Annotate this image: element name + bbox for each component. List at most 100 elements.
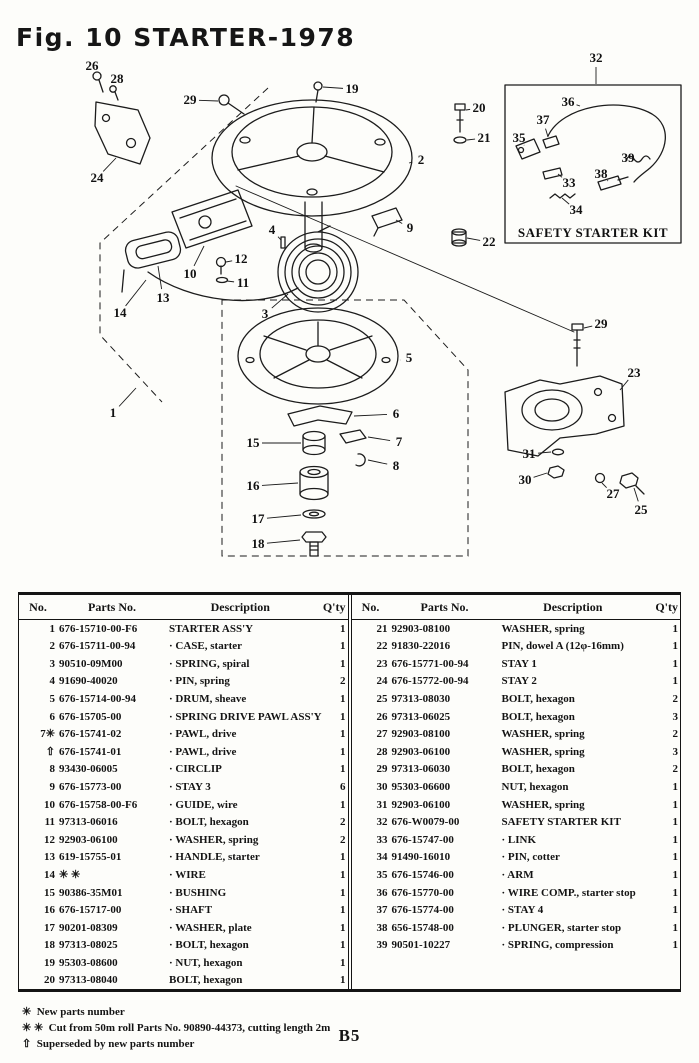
part-no: 7✳: [40, 728, 55, 741]
part-no: 2: [49, 640, 56, 653]
part-no: 27: [376, 728, 388, 741]
callout-22: 22: [483, 234, 496, 249]
part-qty: 2: [340, 675, 346, 688]
part-no: 3: [49, 657, 56, 670]
part-no: 8: [49, 763, 56, 776]
callout-17: 17: [252, 511, 266, 526]
part-no: 4: [49, 675, 56, 688]
part-number: 92903-06100: [391, 745, 451, 758]
callout-21: 21: [478, 130, 491, 145]
callout-1: 1: [110, 405, 117, 420]
part-no: 28: [376, 745, 388, 758]
callout-18: 18: [252, 536, 266, 551]
callout-leader-line: [277, 236, 282, 241]
callout-leader-line: [125, 279, 147, 307]
callout-4: 4: [269, 222, 276, 237]
column-header: Description: [499, 595, 646, 620]
bracket-23: [504, 375, 625, 457]
part-qty: 6: [340, 780, 346, 793]
callout-leader-line: [261, 482, 299, 486]
part-no: 36: [376, 886, 388, 899]
part-description: WASHER, spring: [501, 798, 585, 811]
part-description: BOLT, hexagon: [501, 692, 575, 705]
part-number: 92903-08100: [391, 622, 451, 635]
part-description: · PAWL, drive: [169, 745, 237, 758]
callout-34: 34: [570, 202, 584, 217]
part-qty: 1: [340, 851, 346, 864]
callout-30: 30: [519, 472, 532, 487]
part-qty: 2: [672, 728, 679, 741]
part-qty: 1: [672, 798, 679, 811]
part-qty: 1: [340, 939, 346, 952]
callout-31: 31: [523, 446, 536, 461]
part-description: · STAY 3: [169, 780, 211, 793]
callout-leader-line: [466, 237, 481, 241]
part-qty: 1: [340, 640, 346, 653]
part-description: · GUIDE, wire: [169, 798, 238, 811]
pawl-7: [339, 429, 367, 444]
part-no: 38: [376, 921, 388, 934]
part-description: · WIRE COMP., starter stop: [501, 886, 636, 899]
part-number: 97313-08030: [391, 692, 451, 705]
callout-leader-line: [576, 104, 581, 107]
part-description: PIN, dowel A (12φ-16mm): [501, 640, 624, 653]
part-number: 90201-08309: [59, 921, 118, 934]
part-qty: 1: [340, 886, 346, 899]
washer-17: [302, 509, 326, 519]
part-no: 18: [44, 939, 55, 952]
callout-leader-line: [226, 280, 235, 283]
footnote: ✳ ✳ Cut from 50m roll Parts No. 90890-44…: [22, 1022, 331, 1034]
callout-leader-line: [601, 482, 607, 488]
spring-pin-4: [280, 236, 286, 249]
spring-39: [625, 155, 651, 163]
part-description: BOLT, hexagon: [501, 710, 575, 723]
part-description: WASHER, spring: [501, 745, 585, 758]
part-number: 97313-06016: [59, 816, 118, 829]
column-header: Parts No.: [389, 595, 500, 620]
callout-leader-line: [408, 161, 413, 164]
callout-leader-line: [193, 245, 205, 267]
part-number: 91830-22016: [391, 640, 451, 653]
part-number: 97313-08040: [59, 974, 118, 987]
part-no: 21: [376, 622, 388, 635]
callout-leader-line: [561, 197, 570, 205]
callout-leader-line: [395, 219, 403, 224]
part-no: 35: [376, 868, 388, 881]
part-description: · SHAFT: [169, 904, 213, 917]
part-qty: 1: [340, 956, 346, 969]
column-header: Q'ty: [313, 595, 348, 620]
part-qty: 1: [340, 763, 346, 776]
part-qty: 1: [340, 710, 346, 723]
part-description: STAY 2: [501, 675, 537, 688]
page-number: B5: [338, 1026, 361, 1045]
handle-13: [121, 231, 182, 293]
part-qty: 1: [672, 833, 679, 846]
part-number: 91490-16010: [391, 851, 451, 864]
callout-11: 11: [237, 275, 249, 290]
safety-starter-kit-box: SAFETY STARTER KIT: [504, 84, 682, 244]
column-header: Description: [167, 595, 314, 620]
guide-plate-10: [171, 189, 253, 249]
part-number: 91690-40020: [59, 675, 118, 688]
callout-leader-line: [102, 157, 117, 172]
part-description: · WASHER, spring: [169, 833, 259, 846]
part-number: 95303-06600: [391, 780, 451, 793]
part-number: 676-15717-00: [59, 904, 122, 917]
part-qty: 1: [340, 622, 346, 635]
callout-29: 29: [595, 316, 609, 331]
callout-7: 7: [396, 434, 403, 449]
part-no: 30: [376, 780, 388, 793]
callout-9: 9: [407, 220, 414, 235]
